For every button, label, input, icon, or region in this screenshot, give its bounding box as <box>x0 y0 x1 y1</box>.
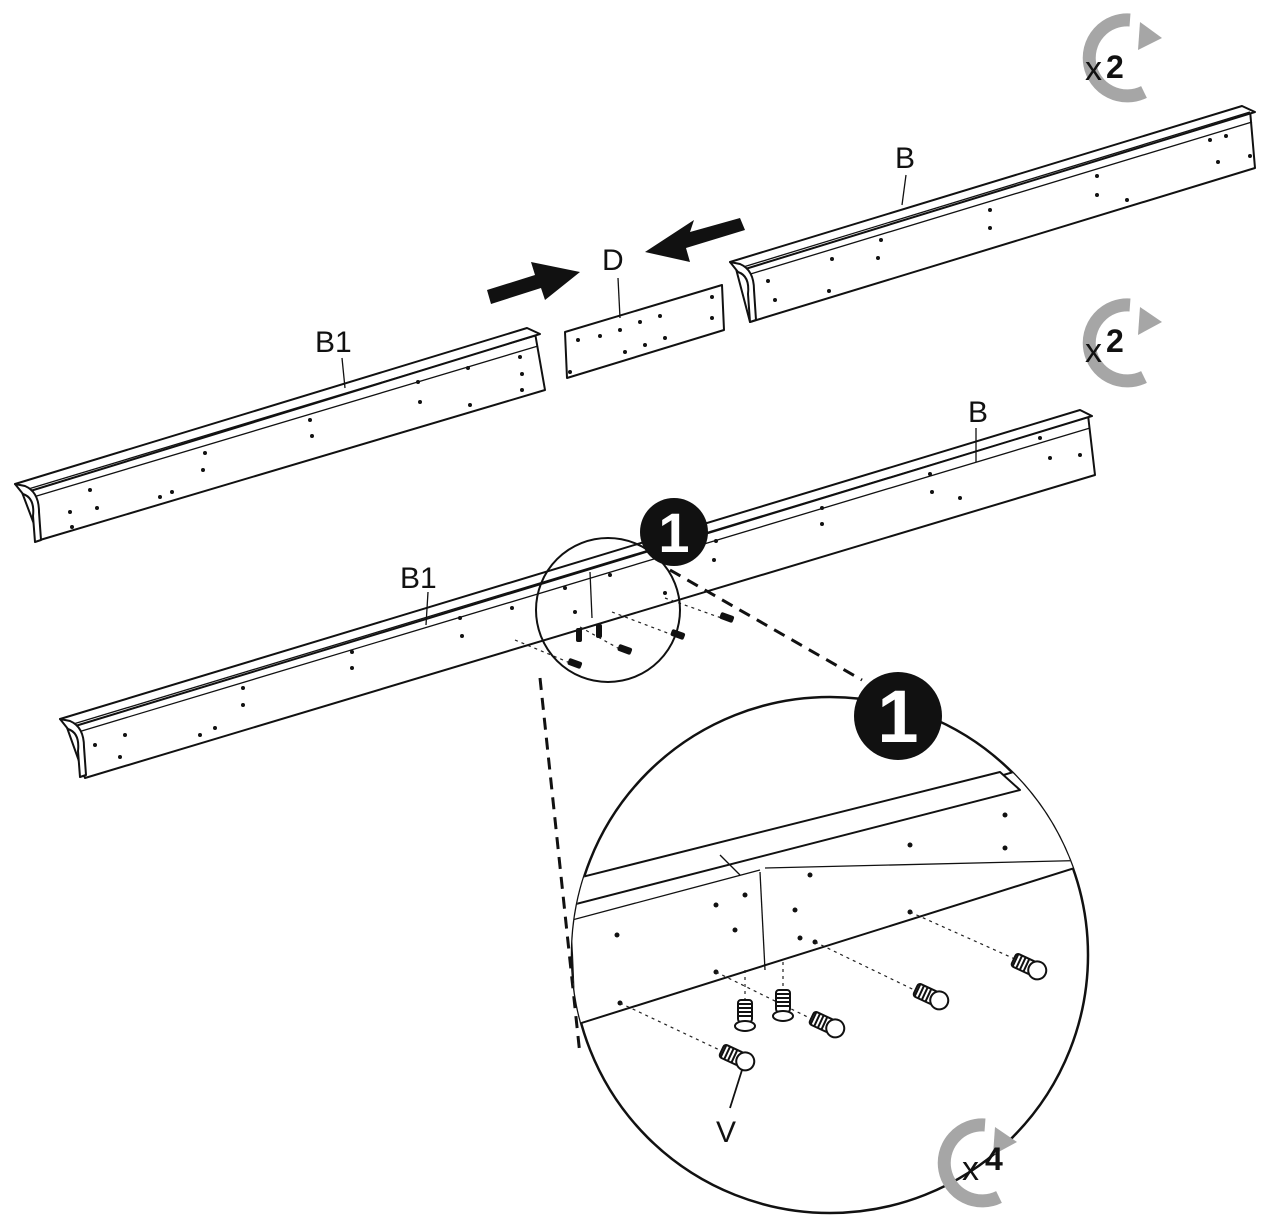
zoom-leader-left <box>538 677 582 1056</box>
part-label-v: V <box>716 1116 736 1149</box>
repeat-x-3: x <box>962 1150 979 1188</box>
rail-b-top <box>729 105 1256 323</box>
part-label-b-top: B <box>895 142 915 175</box>
part-label-b1-top: B1 <box>315 326 352 359</box>
step-badge: 1 <box>640 498 708 566</box>
zoom-source-circle <box>535 537 681 683</box>
repeat-icon-1: x 2 <box>1082 13 1162 103</box>
rail-b1-top <box>14 327 546 543</box>
repeat-icon-2: x 2 <box>1082 298 1162 388</box>
connector-plate-d <box>564 284 725 379</box>
repeat-icon-3: x 4 <box>937 1118 1017 1208</box>
repeat-count-3: 4 <box>985 1141 1003 1177</box>
part-label-b1-bottom: B1 <box>400 562 437 595</box>
zoom-detail <box>570 695 1090 1215</box>
step-number: 1 <box>658 501 689 564</box>
repeat-count-2: 2 <box>1106 323 1124 359</box>
push-arrow-left <box>645 218 745 262</box>
repeat-x-1: x <box>1085 50 1102 88</box>
part-label-d: D <box>602 244 624 277</box>
detail-step-number: 1 <box>877 675 918 758</box>
joint-screws-small <box>514 597 735 669</box>
detail-screws <box>718 953 1048 1072</box>
detail-step-badge: 1 <box>854 672 942 760</box>
part-label-b-bottom: B <box>968 396 988 429</box>
repeat-count-1: 2 <box>1106 49 1124 85</box>
repeat-x-2: x <box>1085 332 1102 370</box>
push-arrow-right <box>487 262 580 304</box>
zoom-leader-right <box>669 568 863 682</box>
rail-assembled <box>59 409 1096 779</box>
